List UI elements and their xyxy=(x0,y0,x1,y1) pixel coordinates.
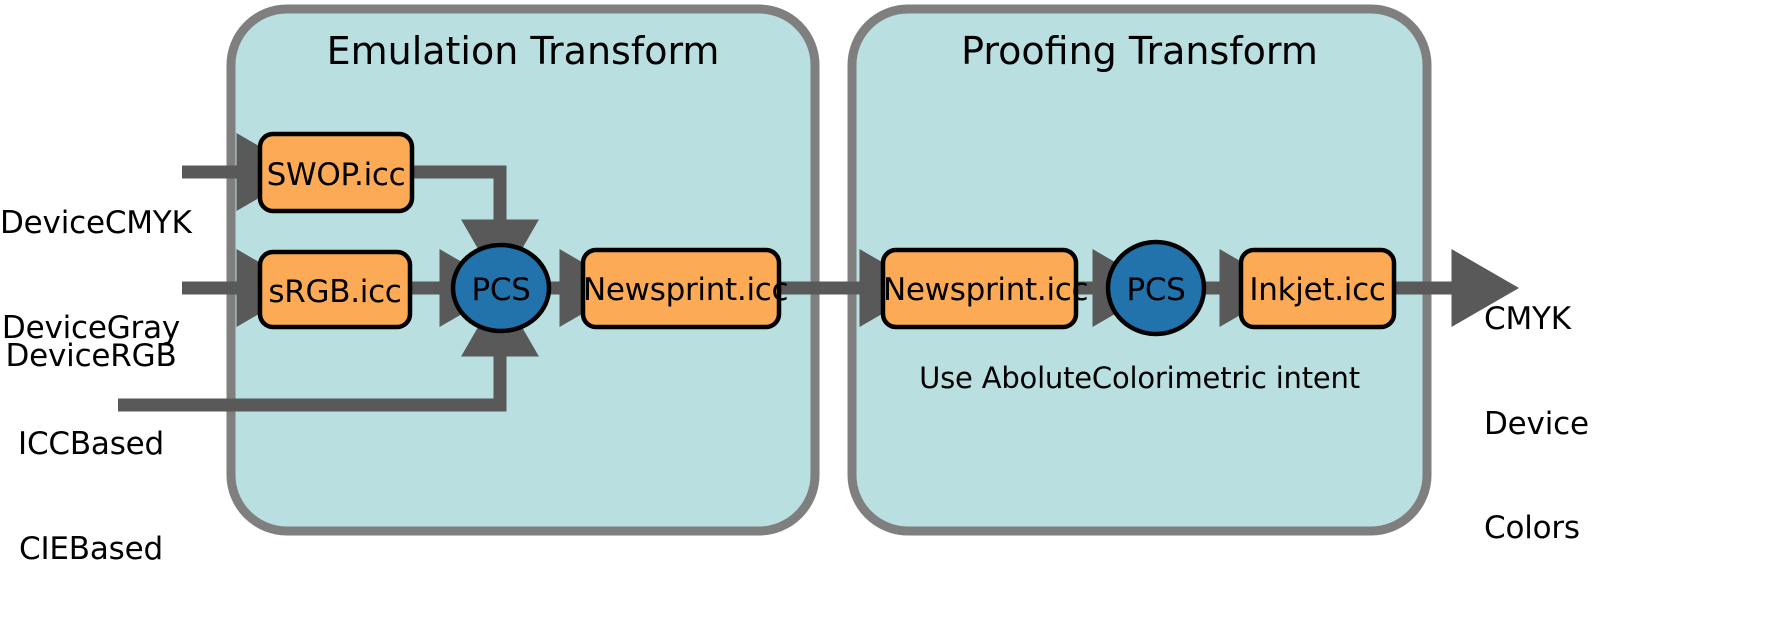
input-line: DeviceGray xyxy=(1,309,181,346)
output-line: Colors xyxy=(1484,509,1580,546)
node-pcs-right-shape[interactable] xyxy=(1105,239,1207,337)
node-pcs-left-shape[interactable] xyxy=(450,242,552,334)
diagram-canvas: Emulation Transform Proofing Transform U… xyxy=(0,4,1589,566)
output-line: CMYK xyxy=(1484,301,1571,338)
node-label-newsprint-proofing[interactable]: Newsprint.icc xyxy=(883,272,1089,308)
node-swop-shape[interactable] xyxy=(257,131,415,214)
node-label-newsprint-emulation[interactable]: Newsprint.icc xyxy=(583,272,789,308)
connector-iccbased-to-pcs xyxy=(118,289,539,412)
node-inkjet-shape[interactable] xyxy=(1238,247,1397,330)
panel-note-proofing: Use AboluteColorimetric intent xyxy=(919,361,1360,395)
input-line: CIEBased xyxy=(19,530,163,567)
input-line: DeviceCMYK xyxy=(0,205,192,242)
node-label-inkjet[interactable]: Inkjet.icc xyxy=(1249,272,1386,308)
panel-title-emulation: Emulation Transform xyxy=(326,29,720,73)
node-srgb-shape[interactable] xyxy=(257,249,413,330)
input-line: DeviceRGB xyxy=(5,338,177,375)
input-label-iccbased: ICCBased CIEBased xyxy=(0,358,182,636)
input-label-devicecmyk: DeviceCMYK DeviceGray xyxy=(0,137,192,415)
node-label-srgb[interactable]: sRGB.icc xyxy=(268,274,402,310)
node-newsprint-proofing-shape[interactable] xyxy=(880,247,1079,330)
node-label-pcs-right[interactable]: PCS xyxy=(1126,272,1186,308)
output-line: Device xyxy=(1484,405,1589,442)
output-label-cmyk-device-colors: CMYK Device Colors xyxy=(1484,233,1644,615)
panel-title-proofing: Proofing Transform xyxy=(961,29,1318,73)
connector-swop-to-pcs xyxy=(411,165,539,287)
node-label-pcs-left[interactable]: PCS xyxy=(471,272,531,308)
input-label-devicergb: DeviceRGB xyxy=(0,270,182,444)
diagram-graphics xyxy=(118,4,1519,536)
node-newsprint-emulation-shape[interactable] xyxy=(580,247,782,330)
input-line: ICCBased xyxy=(18,426,164,463)
node-label-swop[interactable]: SWOP.icc xyxy=(266,157,406,193)
